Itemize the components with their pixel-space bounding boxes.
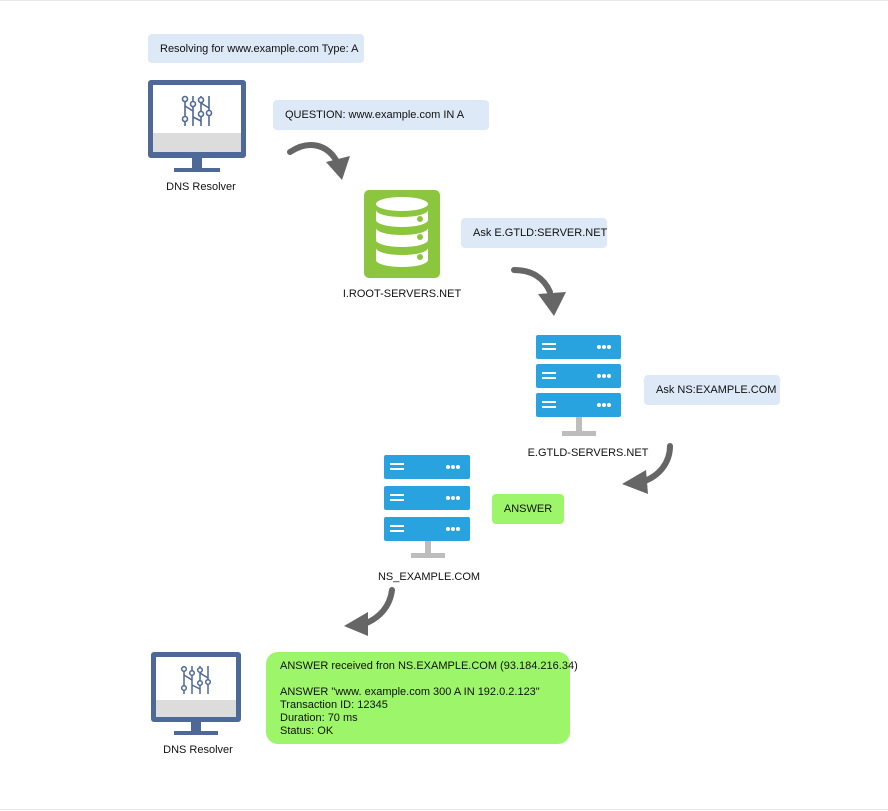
answer-received-line: ANSWER received fron NS.EXAMPLE.COM (93.…	[280, 660, 578, 672]
arrow-3-icon	[622, 443, 673, 494]
gtld-label: E.GTLD-SERVERS.NET	[527, 447, 649, 459]
ask-gtld-bubble: Ask E.GTLD:SERVER.NET	[461, 218, 607, 248]
ns-server-stack-icon	[384, 455, 470, 558]
database-icon	[364, 190, 440, 278]
resolver-bottom-label: DNS Resolver	[163, 744, 233, 756]
ns-label: NS_EXAMPLE.COM	[377, 571, 481, 583]
monitor-bottom-icon	[151, 652, 241, 735]
resolving-bubble: Resolving for www.example.com Type: A	[148, 34, 364, 63]
resolving-text: Resolving for www.example.com Type: A	[160, 42, 359, 55]
question-text: QUESTION: www.example.com IN A	[285, 109, 465, 121]
answer-bubble: ANSWER	[492, 494, 564, 524]
arrow-4-icon	[344, 587, 395, 636]
monitor-icon	[148, 80, 246, 172]
server-stack-icon	[536, 335, 621, 436]
ask-ns-text: Ask NS:EXAMPLE.COM	[656, 384, 777, 396]
bottom-border	[0, 809, 888, 810]
resolver-top-label: DNS Resolver	[166, 181, 236, 193]
transaction-id-line: Transaction ID: 12345	[280, 699, 388, 711]
arrow-1-icon	[287, 142, 350, 180]
duration-line: Duration: 70 ms	[280, 712, 358, 724]
arrow-2-icon	[511, 267, 566, 316]
ask-gtld-text: Ask E.GTLD:SERVER.NET	[473, 227, 608, 239]
spacer	[280, 673, 556, 686]
top-border	[0, 0, 888, 1]
ask-ns-bubble: Ask NS:EXAMPLE.COM	[644, 375, 780, 405]
answer-record-line: ANSWER "www. example.com 300 A IN 192.0.…	[280, 686, 540, 698]
status-line: Status: OK	[280, 725, 334, 737]
root-label: I.ROOT-SERVERS.NET	[342, 288, 462, 300]
answer-detail-box: ANSWER received fron NS.EXAMPLE.COM (93.…	[266, 652, 578, 744]
answer-text: ANSWER	[503, 503, 553, 515]
question-bubble: QUESTION: www.example.com IN A	[273, 100, 489, 130]
